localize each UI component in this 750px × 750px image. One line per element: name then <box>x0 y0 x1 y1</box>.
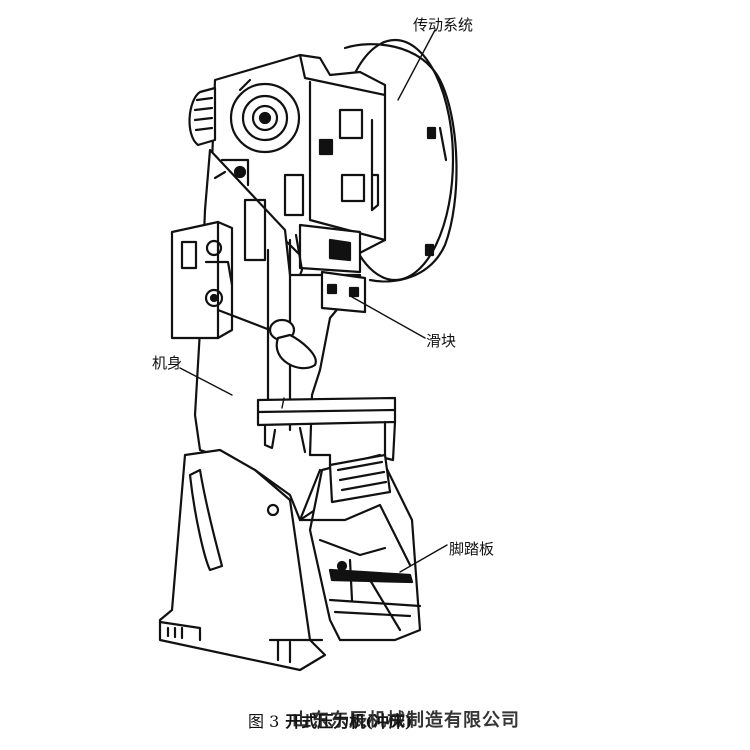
work-table <box>256 396 397 462</box>
machine-base <box>158 448 422 672</box>
label-foot-pedal: 脚踏板 <box>449 540 495 558</box>
crank-boss <box>229 78 301 154</box>
control-box <box>170 220 317 370</box>
figure-title: 开式压力机(冲床) <box>285 712 413 731</box>
label-frame: 机身 <box>152 354 183 372</box>
slider-ram <box>294 223 367 314</box>
vent-grille <box>188 86 217 147</box>
label-slider: 滑块 <box>426 332 457 350</box>
foot-pedal <box>298 503 422 632</box>
figure-caption: 图 3 开式压力机(冲床) <box>248 708 412 732</box>
label-transmission-system: 传动系统 <box>413 16 474 34</box>
leader-lines <box>179 29 448 573</box>
company-watermark: 山东东辰机械制造有限公司 <box>292 710 520 731</box>
figure-number: 图 3 <box>248 712 280 731</box>
